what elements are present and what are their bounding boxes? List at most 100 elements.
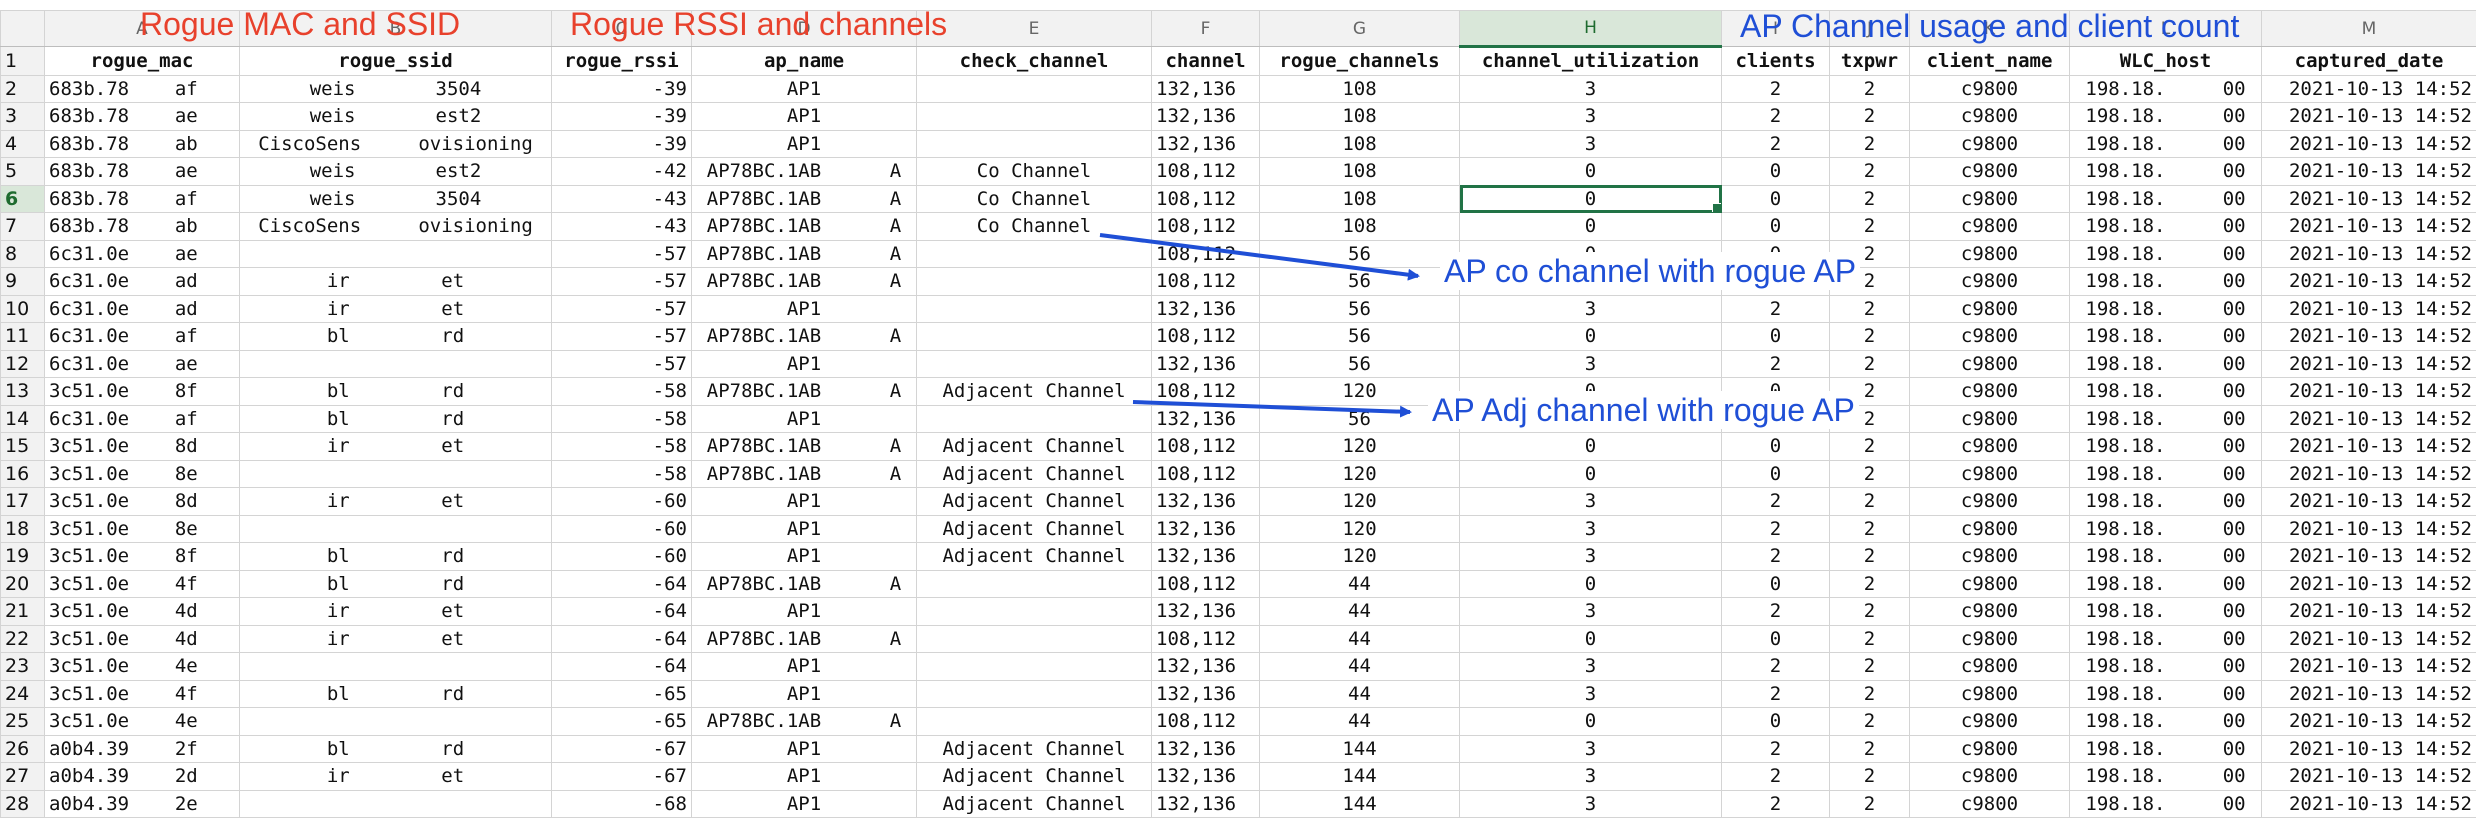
row-number[interactable]: 10 — [0, 294, 45, 323]
row-number[interactable]: 25 — [0, 707, 45, 736]
cell[interactable]: 3 — [1459, 679, 1722, 708]
cell[interactable]: 132,136 — [1151, 652, 1260, 681]
row-number[interactable]: 16 — [0, 459, 45, 488]
cell[interactable] — [916, 597, 1152, 626]
cell[interactable]: 0 — [1459, 624, 1722, 653]
cell[interactable]: 2 — [1829, 74, 1910, 103]
cell[interactable]: 120 — [1259, 459, 1460, 488]
cell[interactable]: ir et — [239, 294, 552, 323]
cell[interactable]: ir et — [239, 487, 552, 516]
row-number[interactable]: 12 — [0, 349, 45, 378]
cell[interactable]: -58 — [551, 377, 692, 406]
cell[interactable]: AP1 — [691, 762, 917, 791]
cell[interactable]: 108,112 — [1151, 377, 1260, 406]
cell[interactable] — [916, 349, 1152, 378]
cell[interactable]: 198.18. 00 — [2069, 157, 2262, 186]
cell[interactable]: 2 — [1829, 597, 1910, 626]
cell[interactable]: 2 — [1829, 542, 1910, 571]
active-cell[interactable]: 0 — [1459, 184, 1722, 213]
cell[interactable]: c9800 — [1909, 542, 2070, 571]
cell[interactable]: 6c31.0e ad — [44, 267, 240, 296]
cell[interactable] — [916, 322, 1152, 351]
cell[interactable]: 6c31.0e af — [44, 404, 240, 433]
cell[interactable]: c9800 — [1909, 734, 2070, 763]
row-number[interactable]: 8 — [0, 239, 45, 268]
cell[interactable]: 0 — [1721, 322, 1830, 351]
row-number[interactable]: 11 — [0, 322, 45, 351]
cell[interactable] — [916, 652, 1152, 681]
cell[interactable]: 144 — [1259, 789, 1460, 818]
cell[interactable]: 198.18. 00 — [2069, 569, 2262, 598]
cell[interactable]: AP78BC.1AB A — [691, 267, 917, 296]
cell[interactable]: a0b4.39 2f — [44, 734, 240, 763]
cell[interactable]: 198.18. 00 — [2069, 789, 2262, 818]
cell[interactable]: 2 — [1721, 349, 1830, 378]
cell[interactable]: 3c51.0e 4f — [44, 569, 240, 598]
cell[interactable] — [239, 459, 552, 488]
cell[interactable]: 198.18. 00 — [2069, 294, 2262, 323]
cell[interactable]: bl rd — [239, 322, 552, 351]
cell[interactable]: 0 — [1721, 707, 1830, 736]
cell[interactable]: 2021-10-13 14:52 — [2261, 239, 2476, 268]
cell[interactable]: AP1 — [691, 102, 917, 131]
cell[interactable]: 2 — [1721, 734, 1830, 763]
row-number[interactable]: 23 — [0, 652, 45, 681]
header-cell[interactable]: channel_utilization — [1459, 46, 1722, 76]
cell[interactable]: Adjacent Channel — [916, 789, 1152, 818]
cell[interactable]: AP78BC.1AB A — [691, 184, 917, 213]
cell[interactable]: 2021-10-13 14:52 — [2261, 789, 2476, 818]
cell[interactable]: 198.18. 00 — [2069, 707, 2262, 736]
cell[interactable]: 108 — [1259, 212, 1460, 241]
cell[interactable]: -39 — [551, 74, 692, 103]
row-number[interactable]: 9 — [0, 267, 45, 296]
cell[interactable]: Adjacent Channel — [916, 514, 1152, 543]
cell[interactable]: 144 — [1259, 762, 1460, 791]
cell[interactable]: 0 — [1721, 184, 1830, 213]
cell[interactable]: 683b.78 ae — [44, 102, 240, 131]
cell[interactable]: 2021-10-13 14:52 — [2261, 707, 2476, 736]
cell[interactable]: 2 — [1721, 102, 1830, 131]
header-cell[interactable]: check_channel — [916, 46, 1152, 76]
cell[interactable]: ir et — [239, 762, 552, 791]
cell[interactable]: 3 — [1459, 349, 1722, 378]
row-number[interactable]: 7 — [0, 212, 45, 241]
column-letter[interactable]: D — [691, 10, 917, 47]
cell[interactable]: 0 — [1721, 157, 1830, 186]
cell[interactable]: 3c51.0e 8e — [44, 459, 240, 488]
cell[interactable]: 108,112 — [1151, 707, 1260, 736]
cell[interactable]: 2021-10-13 14:52 — [2261, 129, 2476, 158]
cell[interactable]: 198.18. 00 — [2069, 74, 2262, 103]
cell[interactable]: 144 — [1259, 734, 1460, 763]
cell[interactable]: 132,136 — [1151, 762, 1260, 791]
cell[interactable]: AP78BC.1AB A — [691, 707, 917, 736]
cell[interactable]: Co Channel — [916, 157, 1152, 186]
cell[interactable]: 3c51.0e 4d — [44, 624, 240, 653]
column-letter[interactable]: H — [1459, 10, 1722, 48]
cell[interactable]: ir et — [239, 624, 552, 653]
cell[interactable]: 198.18. 00 — [2069, 514, 2262, 543]
cell[interactable]: Adjacent Channel — [916, 542, 1152, 571]
cell[interactable]: c9800 — [1909, 789, 2070, 818]
cell[interactable]: 2021-10-13 14:52 — [2261, 597, 2476, 626]
cell[interactable] — [916, 404, 1152, 433]
cell[interactable]: 6c31.0e ad — [44, 294, 240, 323]
cell[interactable]: 0 — [1459, 322, 1722, 351]
cell[interactable]: Adjacent Channel — [916, 459, 1152, 488]
cell[interactable]: c9800 — [1909, 762, 2070, 791]
cell[interactable]: 2 — [1829, 652, 1910, 681]
cell[interactable]: 132,136 — [1151, 597, 1260, 626]
cell[interactable]: AP1 — [691, 129, 917, 158]
cell[interactable]: 132,136 — [1151, 404, 1260, 433]
cell[interactable]: 2 — [1721, 679, 1830, 708]
cell[interactable]: AP1 — [691, 679, 917, 708]
cell[interactable]: 44 — [1259, 707, 1460, 736]
cell[interactable]: 3c51.0e 8d — [44, 487, 240, 516]
cell[interactable]: c9800 — [1909, 74, 2070, 103]
cell[interactable]: bl rd — [239, 542, 552, 571]
cell[interactable]: -65 — [551, 707, 692, 736]
cell[interactable]: AP78BC.1AB A — [691, 459, 917, 488]
cell[interactable]: 120 — [1259, 542, 1460, 571]
cell[interactable]: 2 — [1721, 789, 1830, 818]
cell[interactable]: AP1 — [691, 514, 917, 543]
cell[interactable]: 198.18. 00 — [2069, 624, 2262, 653]
